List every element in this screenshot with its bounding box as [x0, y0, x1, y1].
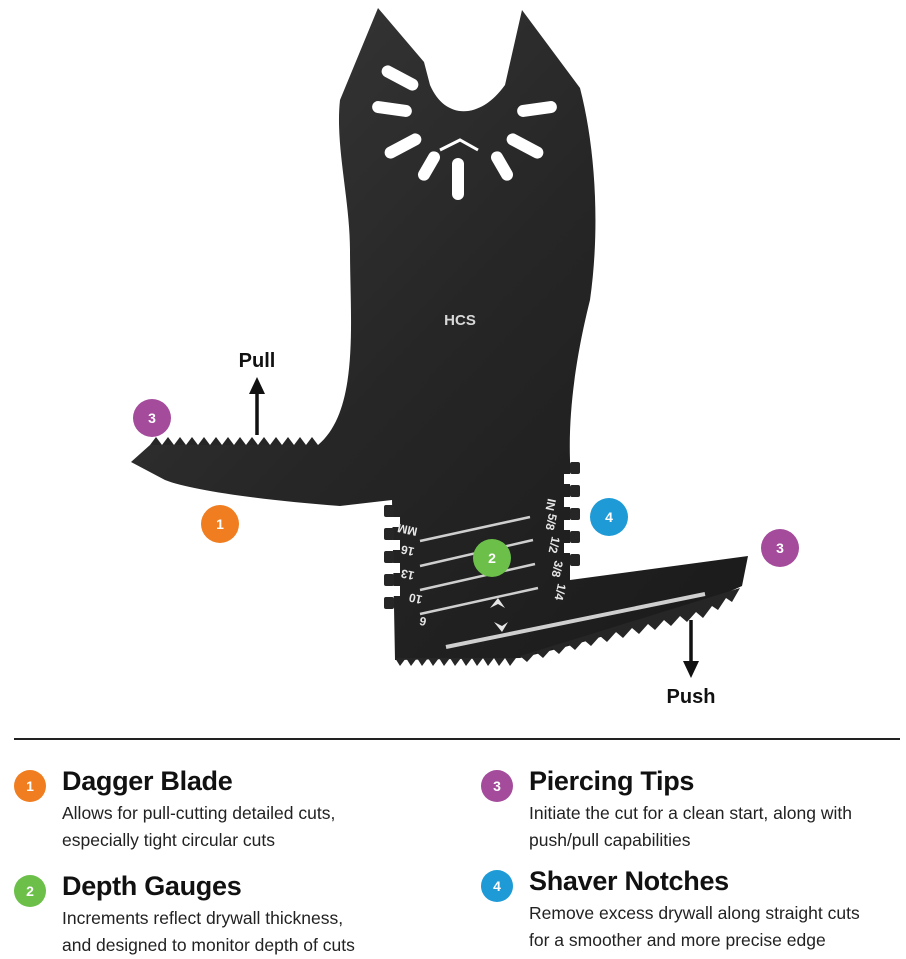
gauge-in-unit: IN	[543, 497, 559, 512]
gauge-arrow-up	[490, 598, 505, 608]
gauge-mm-unit: MM	[396, 521, 418, 539]
feature-description: Allows for pull-cutting detailed cuts, e…	[62, 800, 422, 854]
push-label: Push	[667, 686, 716, 708]
callout-badge-shaver: 4	[590, 498, 628, 536]
feature-description-line: and designed to monitor depth of cuts	[62, 935, 355, 955]
feature-description: Increments reflect drywall thickness, an…	[62, 905, 422, 959]
feature-title: Depth Gauges	[62, 871, 242, 901]
gauge-mm-mark: 13	[399, 566, 415, 583]
arbor-slot	[506, 133, 544, 159]
saw-teeth-right	[520, 588, 740, 662]
feature-description-line: for a smoother and more precise edge	[529, 930, 826, 950]
feature-description-line: Allows for pull-cutting detailed cuts,	[62, 803, 336, 823]
pull-label: Pull	[239, 350, 276, 372]
dagger-teeth	[150, 437, 318, 445]
svg-text:1: 1	[216, 516, 224, 532]
callout-badge-tip-right: 3	[761, 529, 799, 567]
feature-description-line: Initiate the cut for a clean start, alon…	[529, 803, 852, 823]
gauge-in-marks: IN 5/8 1/2 3/8 1/4	[543, 497, 569, 602]
blade-diagram: HCS MM 16 13 10 6 IN	[131, 8, 799, 708]
gauge-mm-mark: 10	[407, 590, 423, 607]
feature-description: Initiate the cut for a clean start, alon…	[529, 800, 889, 854]
feature-number-badge: 2	[14, 875, 46, 907]
gauge-mm-mark: 6	[418, 614, 428, 629]
gauge-in-mark: 3/8	[549, 559, 566, 579]
svg-text:3: 3	[776, 540, 784, 556]
saw-teeth-bottom	[395, 658, 520, 666]
feature-number-badge: 1	[14, 770, 46, 802]
feature-title: Piercing Tips	[529, 766, 695, 796]
feature-description-line: Increments reflect drywall thickness,	[62, 908, 344, 928]
push-arrow-head	[683, 661, 699, 678]
gauge-mm-marks: MM 16 13 10 6	[396, 521, 427, 629]
shaver-notches	[384, 462, 580, 609]
feature-number-badge: 4	[481, 870, 513, 902]
arbor-slot	[381, 65, 419, 91]
callout-badge-dagger: 1	[201, 505, 239, 543]
arbor-slot	[384, 133, 422, 159]
gauge-mm-mark: 16	[399, 542, 415, 559]
arbor-center	[439, 138, 479, 152]
gauge-in-mark: 1/2	[546, 535, 563, 555]
arbor-slot	[491, 151, 513, 181]
feature-description: Remove excess drywall along straight cut…	[529, 900, 889, 954]
callout-badge-depth: 2	[473, 539, 511, 577]
blade-body	[131, 8, 748, 660]
feature-title: Shaver Notches	[529, 866, 729, 896]
feature-description-line: push/pull capabilities	[529, 830, 691, 850]
feature-description-line: especially tight circular cuts	[62, 830, 275, 850]
svg-text:4: 4	[605, 509, 613, 525]
gauge-in-mark: 1/4	[552, 582, 569, 602]
gauge-arrow-down	[494, 622, 508, 632]
gauge-in-mark: 5/8	[543, 512, 560, 532]
feature-description-line: Remove excess drywall along straight cut…	[529, 903, 860, 923]
feature-number-badge: 3	[481, 770, 513, 802]
feature-title: Dagger Blade	[62, 766, 233, 796]
edge-line	[445, 592, 706, 649]
pull-arrow-head	[249, 377, 265, 394]
section-divider	[14, 738, 900, 740]
arbor-slots	[372, 65, 557, 200]
arbor-slot	[452, 158, 464, 200]
arbor-slot	[372, 101, 412, 117]
callout-badge-tip-left: 3	[133, 399, 171, 437]
arbor-slot	[418, 151, 440, 181]
svg-text:3: 3	[148, 410, 156, 426]
blade-label: HCS	[444, 312, 476, 329]
arbor-slot	[517, 101, 557, 117]
svg-text:2: 2	[488, 550, 496, 566]
notch-gaps	[390, 474, 574, 596]
